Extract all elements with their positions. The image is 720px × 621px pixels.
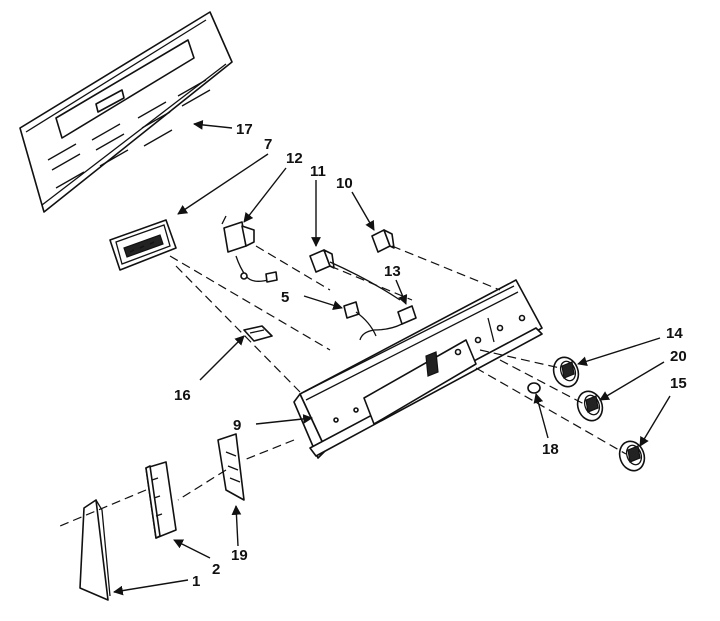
leader-lines — [113, 120, 671, 596]
callout-15: 15 — [670, 375, 687, 392]
callout-labels: 17 7 12 11 10 13 5 16 9 18 14 20 15 19 2… — [174, 121, 687, 590]
callout-5: 5 — [281, 289, 289, 306]
end-bracket-part-2 — [145, 461, 177, 539]
switch-part-12 — [221, 215, 278, 283]
knob-part-20 — [576, 390, 604, 422]
callout-12: 12 — [286, 150, 303, 167]
callout-19: 19 — [231, 547, 248, 564]
callout-20: 20 — [670, 348, 687, 365]
knob-part-14 — [552, 356, 580, 388]
assembly-lines — [59, 245, 627, 527]
clip-part-16 — [243, 325, 273, 342]
spacer-part-18 — [527, 382, 541, 394]
small-switch-part-5 — [343, 301, 377, 337]
callout-13: 13 — [384, 263, 401, 280]
callout-7: 7 — [264, 136, 272, 153]
callout-18: 18 — [542, 441, 559, 458]
callout-17: 17 — [236, 121, 253, 138]
callout-16: 16 — [174, 387, 191, 404]
end-cap-part-1 — [79, 499, 111, 601]
callout-1: 1 — [192, 573, 200, 590]
callout-14: 14 — [666, 325, 683, 342]
callout-10: 10 — [336, 175, 353, 192]
display-board-part-7 — [109, 219, 177, 271]
connector-part-13 — [359, 305, 417, 341]
rear-panel-part-17 — [19, 11, 233, 213]
relay-part-10 — [371, 229, 395, 253]
callout-2: 2 — [212, 561, 220, 578]
bracket-part-19 — [217, 433, 245, 501]
callout-11: 11 — [310, 163, 326, 180]
callout-9: 9 — [233, 417, 241, 434]
knob-part-15 — [618, 440, 646, 472]
control-panel-part-9 — [293, 279, 543, 459]
